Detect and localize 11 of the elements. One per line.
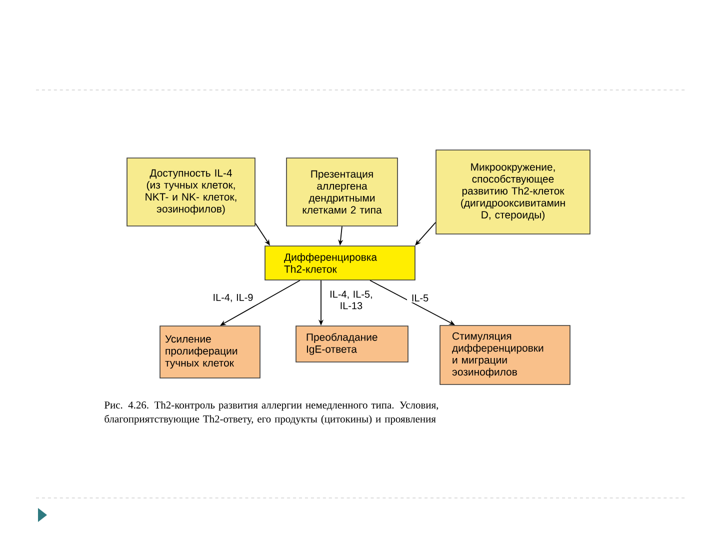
process-box: Доступность IL-4 (из тучных клеток, NKT- и NK- клеток, эозинофилов) [126,158,256,226]
process-box: Дифференцировка Th2-клеток [264,246,416,280]
process-box: Презентация аллергена дендритными клетками 2 типа [286,158,398,226]
process-box: Преобладание IgE-ответа [296,326,408,362]
process-box: Микроокружение, способствующее развитию Th2-клеток (дигидрооксивитамин D, стероиды) [436,150,590,234]
edge-label: IL-4, IL-9 [214,294,253,302]
process-box: Стимуляция дифференцировки и миграции эозинофилов [440,325,570,385]
edge-label: IL-5 [412,294,428,302]
process-box: Усиление пролиферации тучных клеток [160,326,260,378]
caption: Рис. 4.26. Th2-контроль развития аллергии немедленного типа. Условия, благоприятствующие Th2-ответу, его продукты (цитокины) и проявления [104,401,438,425]
edge-label: IL-4, IL-5, IL-13 [330,290,372,310]
